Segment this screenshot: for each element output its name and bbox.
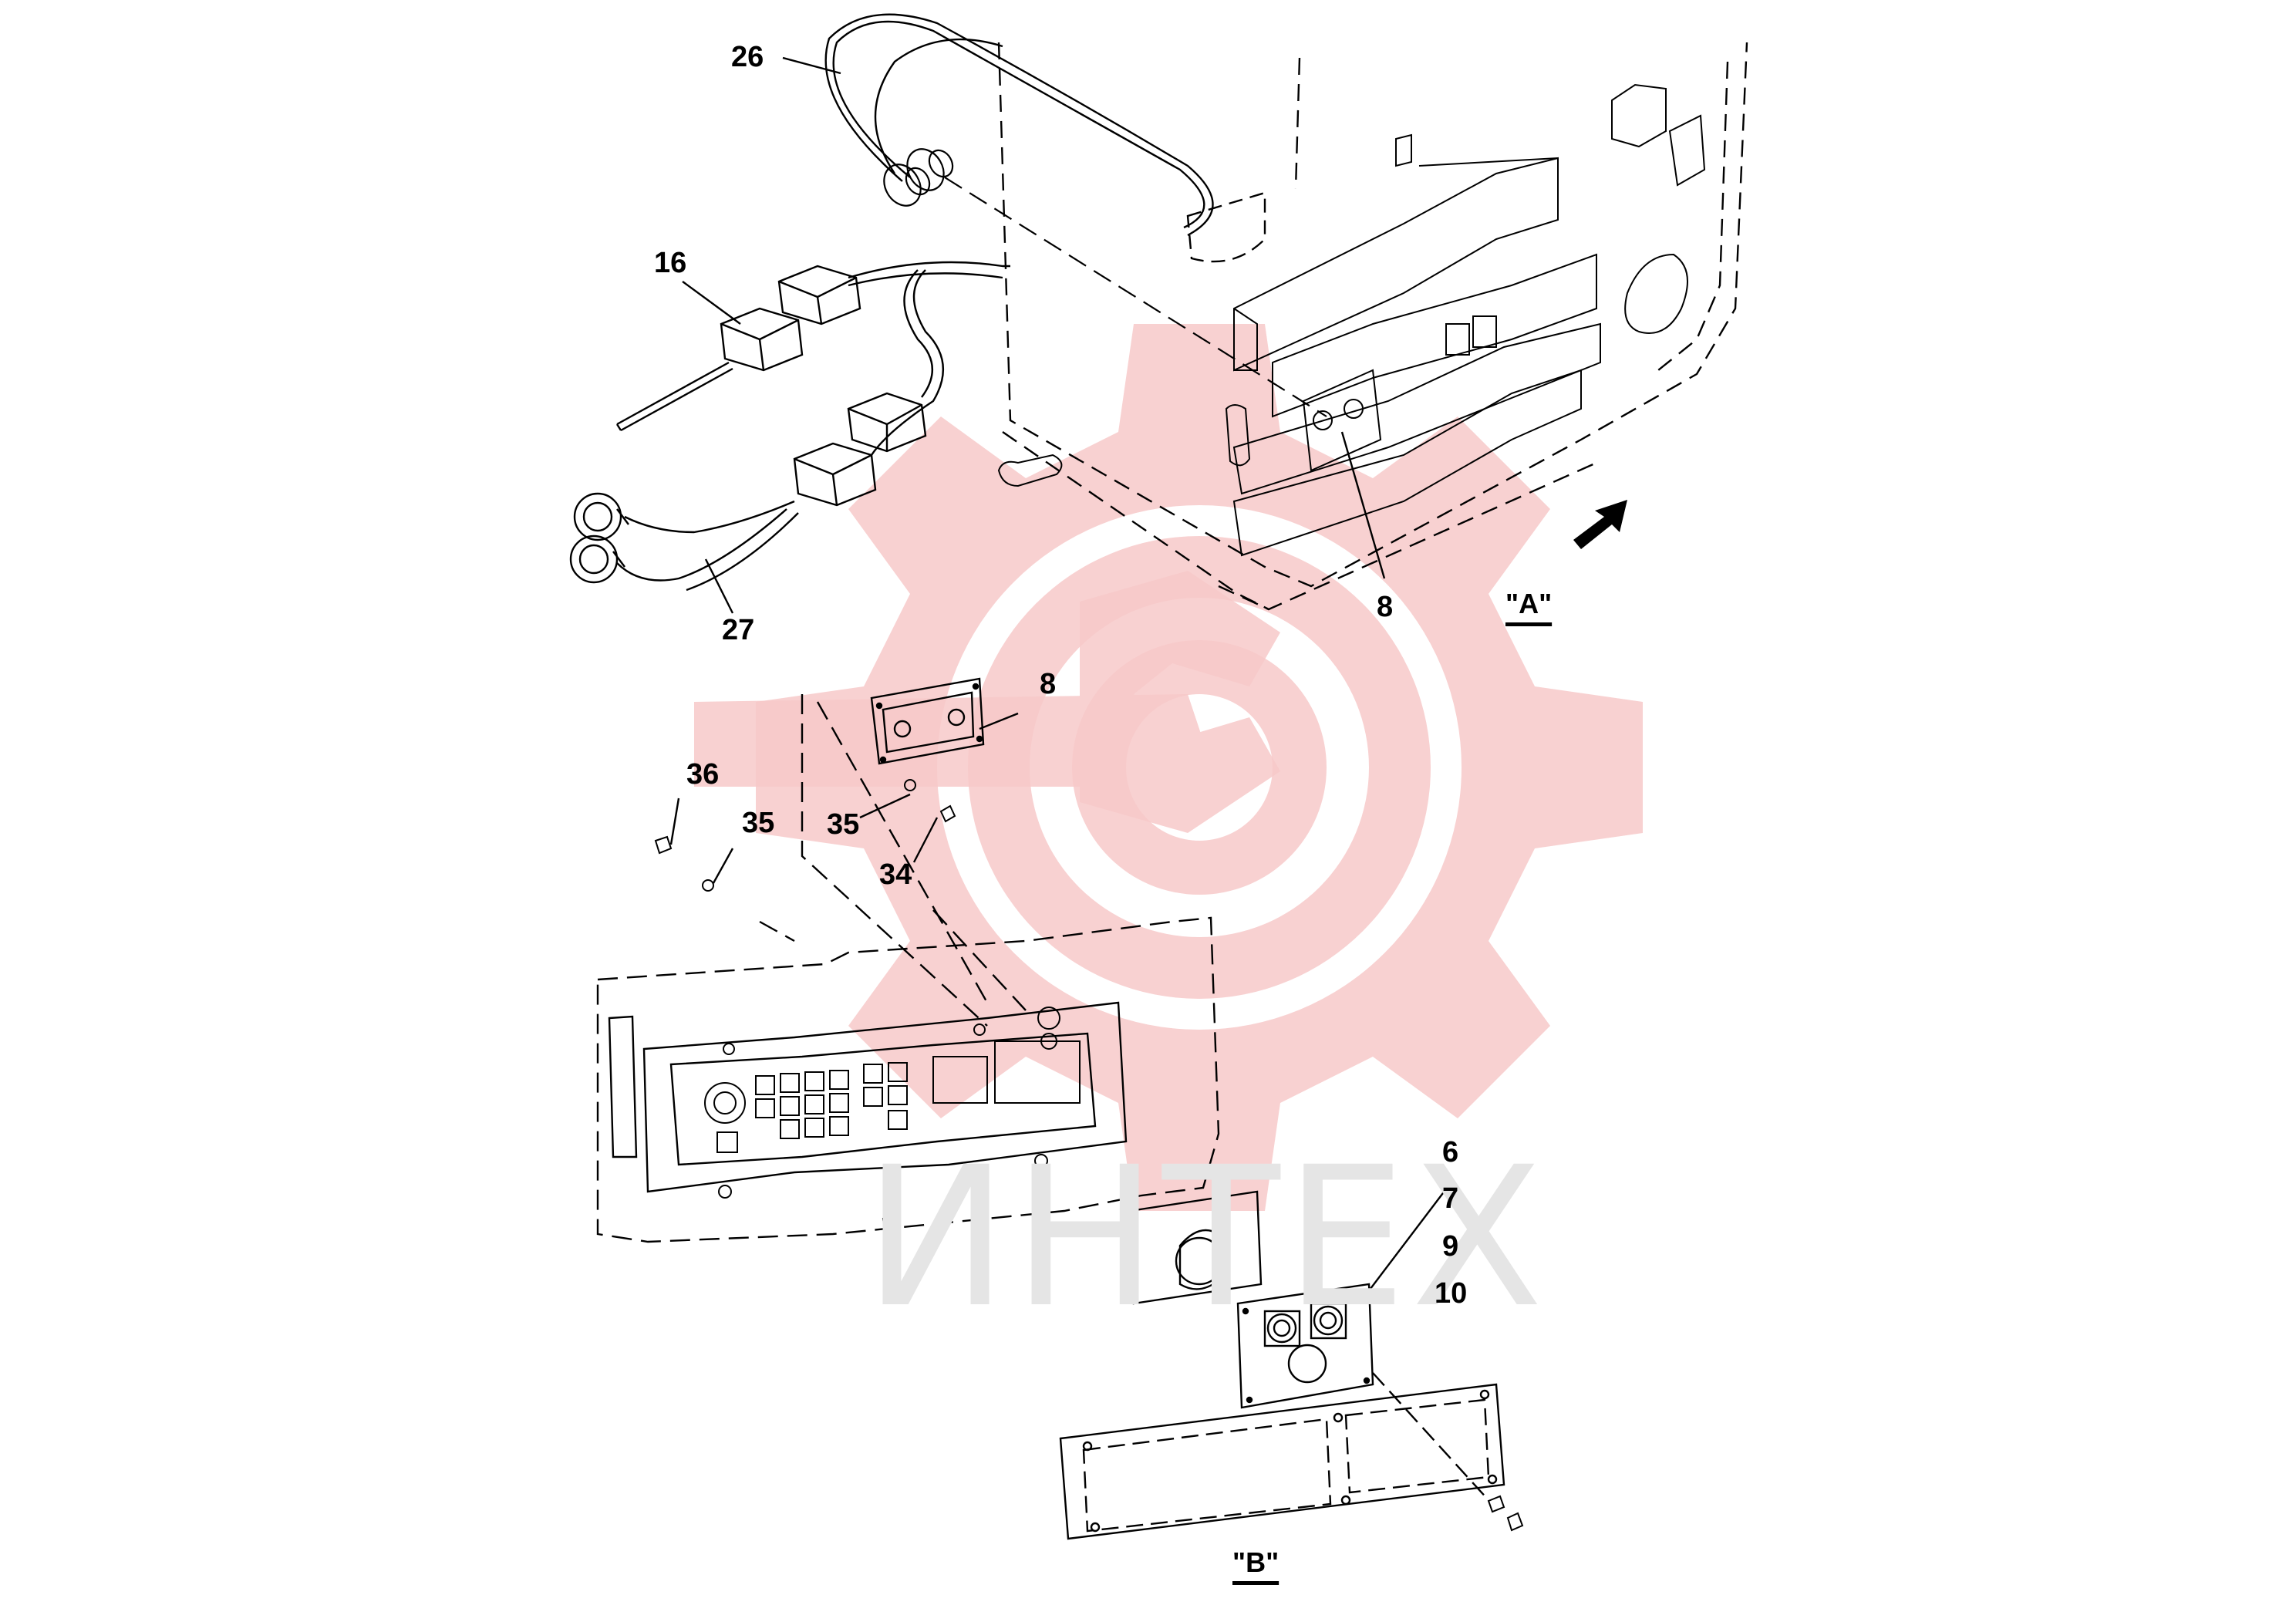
view-label-a: "A" [1505,588,1553,619]
console-view-b [596,694,1220,1243]
callout-35-left: 35 [742,807,775,839]
callout-34: 34 [879,858,912,891]
callout-16: 16 [654,247,687,279]
bezel-plate [1128,1190,1263,1305]
projection-lines-a [944,177,1327,417]
callout-10: 10 [1435,1277,1468,1310]
fasteners [654,779,1524,1532]
machine-body-view-a [997,42,1748,611]
harness-26 [824,13,1214,237]
plate-8 [870,677,985,765]
harness-16-27 [569,261,1010,592]
callout-36: 36 [686,758,720,791]
view-label-b: "B" [1232,1546,1279,1578]
callout-35-right: 35 [827,808,860,841]
callout-27: 27 [722,614,755,646]
callout-8-view-a: 8 [1377,591,1394,623]
leader-lines [669,56,1451,1297]
connector-plate [1236,1283,1374,1409]
callout-7: 7 [1442,1182,1459,1215]
callout-9: 9 [1442,1230,1459,1263]
callout-26: 26 [731,41,764,73]
direction-arrow-icon [1573,500,1627,549]
callout-6: 6 [1442,1136,1459,1168]
watermark-text: ИНТЕХ [864,1125,1548,1350]
callout-8-plate: 8 [1040,668,1057,700]
gasket-frame [1059,1372,1505,1540]
